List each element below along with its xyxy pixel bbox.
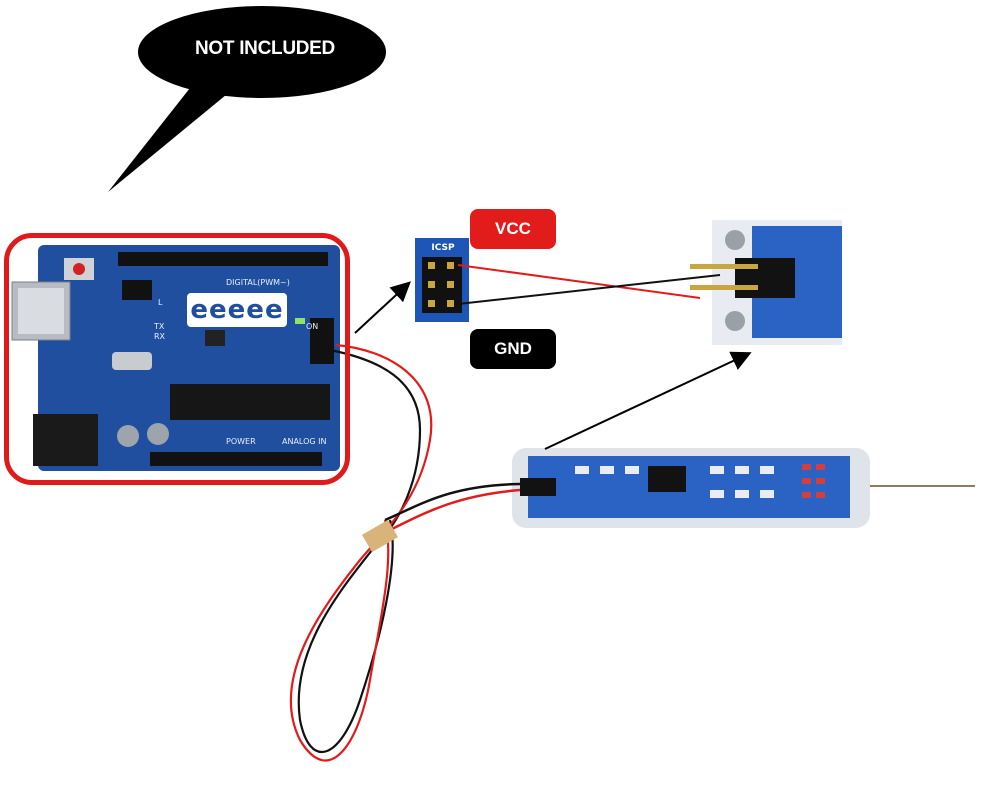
silk-digital: DIGITAL(PWM~) bbox=[226, 278, 290, 287]
silk-power: POWER bbox=[226, 437, 256, 446]
vcc-line bbox=[457, 264, 701, 299]
arduino-highlight-frame bbox=[4, 233, 350, 485]
silk-on: ON bbox=[306, 322, 319, 331]
gnd-line bbox=[457, 274, 721, 305]
icsp-label: ICSP bbox=[431, 243, 455, 253]
pen-module-top bbox=[690, 220, 842, 345]
logic-probe bbox=[512, 448, 975, 528]
wire-loop bbox=[289, 343, 521, 762]
vcc-tag: VCC bbox=[470, 209, 556, 249]
silk-rx: RX bbox=[154, 332, 166, 341]
arrow-to-module bbox=[544, 351, 752, 450]
bubble-text: NOT INCLUDED bbox=[195, 38, 335, 59]
arduino-brand-label: eeeee bbox=[187, 293, 287, 327]
icsp-adapter bbox=[415, 238, 469, 322]
speech-bubble bbox=[108, 6, 386, 192]
arrow-to-icsp bbox=[354, 281, 411, 334]
silk-tx: TX bbox=[154, 322, 165, 331]
silk-l: L bbox=[158, 298, 163, 307]
gnd-tag: GND bbox=[470, 329, 556, 369]
silk-analog: ANALOG IN bbox=[282, 437, 327, 446]
